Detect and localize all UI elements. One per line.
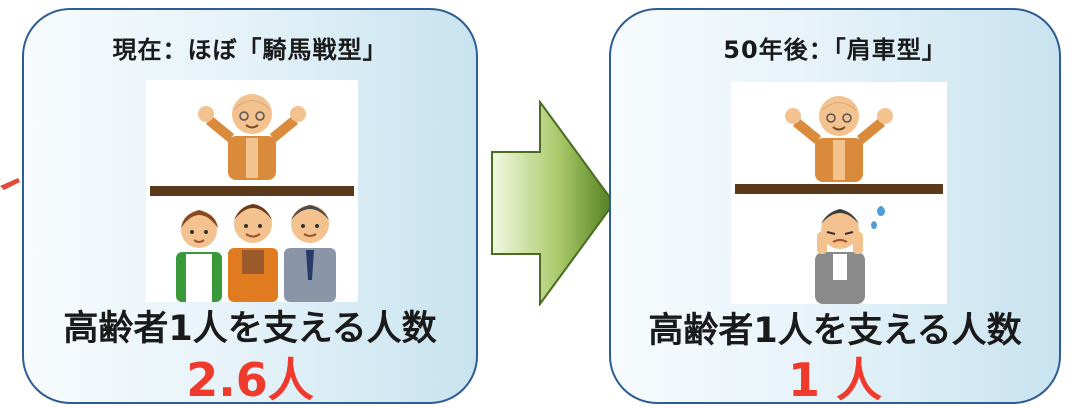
beam <box>150 186 354 196</box>
beam <box>735 184 943 194</box>
current-caption: 高齢者1人を支える人数 <box>63 309 437 349</box>
man-worker-icon <box>228 204 278 302</box>
woman-worker-icon <box>176 210 222 302</box>
right-arrow-icon <box>490 100 616 306</box>
current-value: 2.6人 <box>186 353 314 407</box>
edge-arrow-fragment <box>0 178 24 202</box>
elderly-man-icon <box>198 94 306 180</box>
future-value: 1 人 <box>787 353 883 407</box>
shoulder-ride-illustration <box>731 82 947 304</box>
businessman-icon <box>284 205 336 302</box>
worried-man-icon <box>815 206 885 304</box>
current-title: 現在：ほぼ「騎馬戦型」 <box>112 36 388 64</box>
current-panel: 現在：ほぼ「騎馬戦型」 <box>22 8 478 407</box>
future-title: 50年後：「肩車型」 <box>723 36 947 64</box>
future-panel: 50年後：「肩車型」 <box>609 8 1061 407</box>
future-caption: 高齢者1人を支える人数 <box>648 311 1022 351</box>
elderly-man-icon <box>785 96 893 182</box>
cavalry-illustration <box>146 80 358 302</box>
